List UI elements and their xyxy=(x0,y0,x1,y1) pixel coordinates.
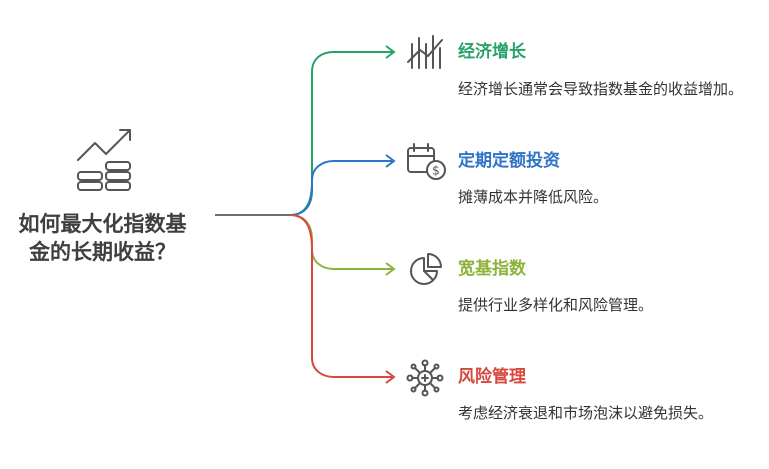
branch-title-broad: 宽基指数 xyxy=(458,259,526,279)
pie-chart-icon xyxy=(410,253,442,285)
branch-desc-risk: 考虑经济衰退和市场泡沫以避免损失。 xyxy=(458,404,714,422)
branch-connector-growth xyxy=(289,51,392,216)
branch-title-dca: 定期定额投资 xyxy=(458,151,560,171)
branch-title-growth: 经济增长 xyxy=(458,42,526,62)
branch-desc-broad: 提供行业多样化和风险管理。 xyxy=(458,296,654,314)
calendar-dollar-icon: $ xyxy=(407,143,446,180)
network-plus-icon xyxy=(406,359,444,397)
arrow-head-risk xyxy=(385,370,396,384)
central-question: 如何最大化指数基 金的长期收益？ xyxy=(0,210,205,266)
branch-title-risk: 风险管理 xyxy=(458,367,526,387)
arrow-head-dca xyxy=(385,154,396,168)
branch-desc-growth: 经济增长通常会导致指数基金的收益增加。 xyxy=(458,80,744,98)
central-question-line-1: 如何最大化指数基 xyxy=(18,212,187,236)
arrow-head-growth xyxy=(385,45,396,59)
rising-bars-icon xyxy=(407,35,443,69)
central-question-line-2: 金的长期收益？ xyxy=(29,240,176,264)
branch-connector-risk xyxy=(289,214,392,378)
branch-desc-dca: 摊薄成本并降低风险。 xyxy=(458,188,609,206)
svg-text:$: $ xyxy=(432,164,440,178)
arrow-head-broad xyxy=(385,262,396,276)
branch-connector-dca xyxy=(289,160,392,216)
growth-coins-icon xyxy=(77,129,131,191)
